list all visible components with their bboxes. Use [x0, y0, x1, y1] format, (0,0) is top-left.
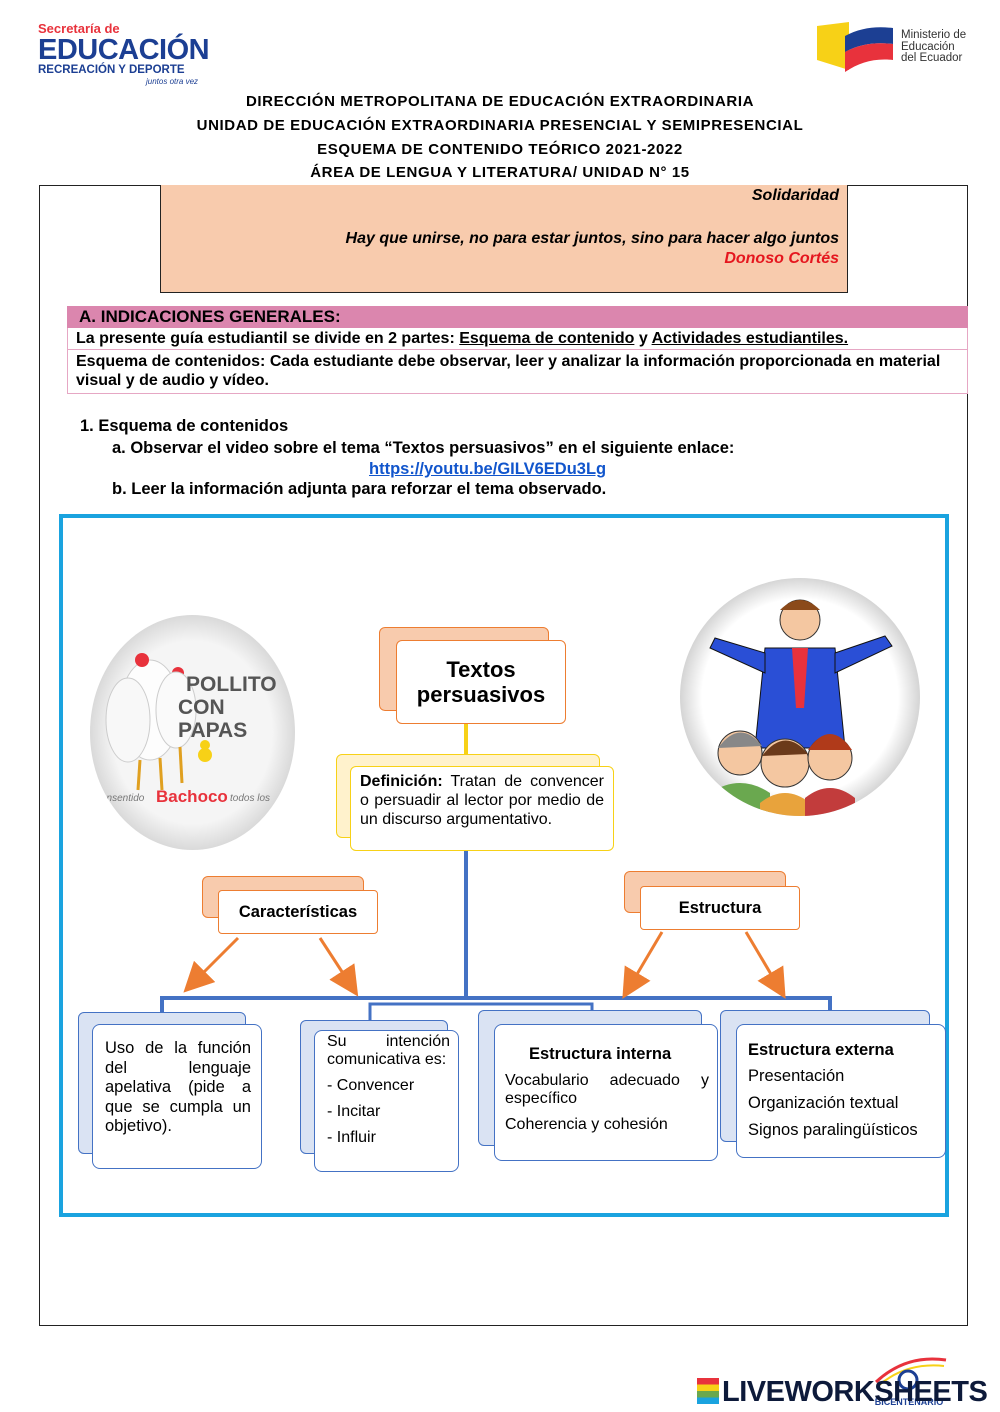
indicaciones-row-2: Esquema de contenidos: Cada estudiante d…	[67, 350, 968, 394]
estructura-interna-box: Estructura interna Vocabulario adecuado …	[494, 1024, 718, 1161]
list-item-1: 1. Esquema de contenidos	[80, 417, 289, 435]
heading-line-4: ÁREA DE LENGUA Y LITERATURA/ UNIDAD N° 1…	[310, 164, 690, 181]
bicentenario-emblem-icon	[874, 1357, 947, 1391]
list-item-b: b. Leer la información adjunta para refo…	[112, 480, 607, 498]
estructura-externa-box: Estructura externa Presentación Organiza…	[736, 1024, 946, 1158]
ad-image-pollito: POLLITO CON PAPAS consentido Bachoco tod…	[90, 615, 295, 850]
quote-author: Donoso Cortés	[724, 250, 839, 267]
secretaria-educacion-logo: Secretaría de EDUCACIÓN RECREACIÓN Y DEP…	[38, 21, 210, 87]
funcion-apelativa-box: Uso de la función del lenguaje apelativa…	[92, 1024, 262, 1169]
ministerio-flag-icon	[817, 22, 893, 72]
quote-title: Solidaridad	[751, 187, 839, 204]
video-link[interactable]: https://youtu.be/GILV6EDu3Lg	[369, 460, 607, 478]
liveworksheets-mark-icon	[697, 1378, 719, 1404]
diagram-frame	[59, 514, 949, 1217]
indicaciones-heading: A. INDICACIONES GENERALES:	[67, 306, 968, 328]
liveworksheets-logo: LIVEWORKSHEETS	[697, 1376, 988, 1409]
indicaciones-section: A. INDICACIONES GENERALES: La presente g…	[67, 306, 968, 394]
quote-text: Hay que unirse, no para estar juntos, si…	[345, 230, 839, 247]
list-item-a: a. Observar el video sobre el tema “Text…	[112, 439, 735, 457]
definicion-node: Definición: Tratan de convencer o persua…	[350, 766, 614, 851]
indicaciones-row-1: La presente guía estudiantil se divide e…	[67, 328, 968, 350]
heading-line-3: ESQUEMA DE CONTENIDO TEÓRICO 2021-2022	[317, 141, 683, 158]
heading-line-1: DIRECCIÓN METROPOLITANA DE EDUCACIÓN EXT…	[245, 93, 755, 110]
bachoco-brand: Bachoco	[156, 787, 228, 806]
speaker-image	[680, 578, 920, 816]
heading-line-2: UNIDAD DE EDUCACIÓN EXTRAORDINARIA PRESE…	[196, 117, 804, 134]
bicentenario-badge: BICENTENARIO	[866, 1352, 952, 1410]
quote-box: Solidaridad Hay que unirse, no para esta…	[160, 185, 848, 293]
ministerio-educacion-logo: Ministerio de Educación del Ecuador	[815, 20, 995, 76]
speaker-illustration	[709, 599, 893, 816]
estructura-node: Estructura	[640, 886, 800, 930]
intencion-comunicativa-box: Su intención comunicativa es: - Convence…	[314, 1030, 459, 1172]
title-node: Textos persuasivos	[396, 640, 566, 724]
caracteristicas-node: Características	[218, 890, 378, 934]
hens-illustration	[105, 653, 212, 791]
